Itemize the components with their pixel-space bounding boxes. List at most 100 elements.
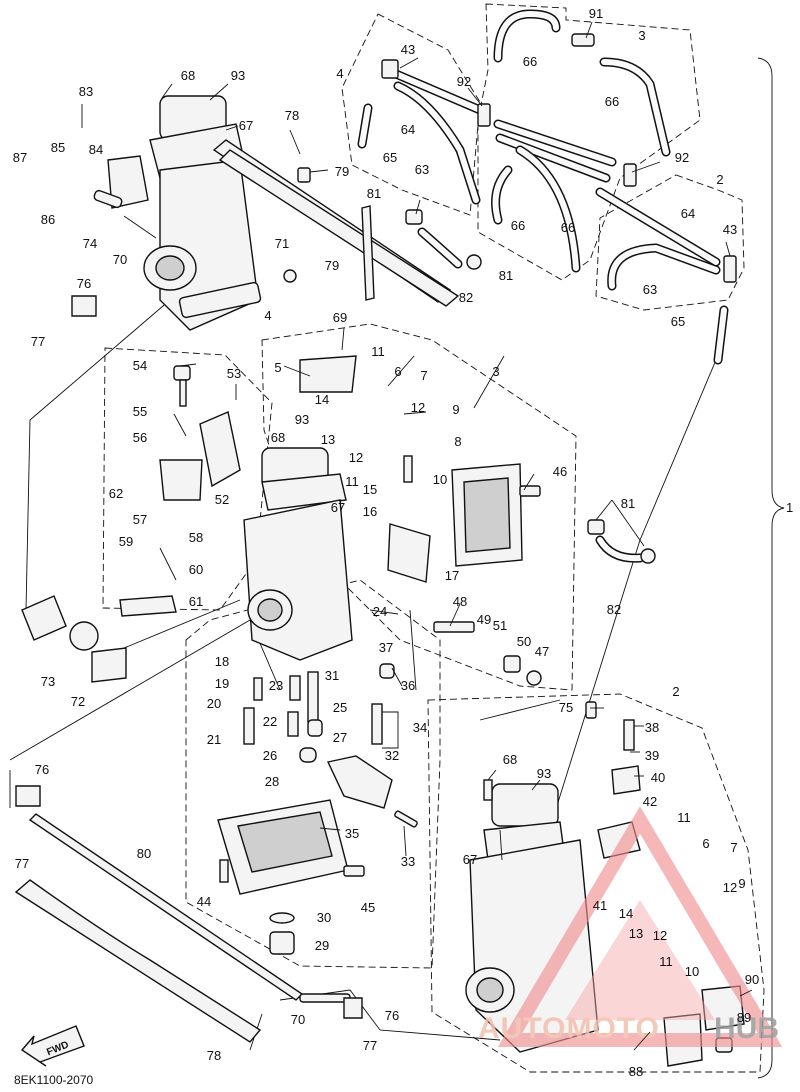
part-number-callout: 9 [738, 876, 745, 891]
part-number-callout: 32 [385, 748, 399, 763]
part-number-callout: 67 [463, 852, 477, 867]
part-number-callout: 65 [671, 314, 685, 329]
part-number-callout: 67 [331, 500, 345, 515]
part-number-callout: 15 [363, 482, 377, 497]
part-number-callout: 84 [89, 142, 103, 157]
part-number-callout: 62 [109, 486, 123, 501]
carburetor-lower [465, 701, 745, 1067]
watermark-text: AUTOMOTO [478, 1012, 660, 1045]
lower-rods [14, 785, 363, 1043]
part-number-callout: 11 [677, 810, 691, 825]
part-number-callout: 78 [285, 108, 299, 123]
part-number-callout: 76 [35, 762, 49, 777]
part-number-callout: 91 [589, 6, 603, 21]
part-number-callout: 68 [181, 68, 195, 83]
part-number-callout: 77 [15, 856, 29, 871]
part-number-callout: 58 [189, 530, 203, 545]
part-number-callout: 7 [420, 368, 427, 383]
part-number-callout: 25 [333, 700, 347, 715]
part-number-callout: 5 [274, 360, 281, 375]
part-number-callout: 81 [621, 496, 635, 511]
part-number-callout: 81 [367, 186, 381, 201]
part-number-callout: 87 [13, 150, 27, 165]
part-number-callout: 80 [137, 846, 151, 861]
part-number-callout: 70 [291, 1012, 305, 1027]
forward-arrow: FWD [20, 1025, 85, 1067]
part-number-callout: 54 [133, 358, 147, 373]
part-number-callout: 6 [394, 364, 401, 379]
part-number-callout: 57 [133, 512, 147, 527]
part-number-callout: 48 [453, 594, 467, 609]
part-number-callout: 18 [215, 654, 229, 669]
part-number-callout: 20 [207, 696, 221, 711]
part-number-callout: 38 [645, 720, 659, 735]
part-number-callout: 14 [315, 392, 329, 407]
part-number-callout: 86 [41, 212, 55, 227]
part-number-callout: 64 [681, 206, 695, 221]
part-number-callout: 77 [363, 1038, 377, 1053]
part-number-callout: 66 [511, 218, 525, 233]
part-number-callout: 85 [51, 140, 65, 155]
watermark-logo: AUTOMOTO HUB [478, 806, 783, 1047]
part-number-callout: 73 [41, 674, 55, 689]
throttle-cover-assembly [21, 365, 241, 683]
part-number-callout: 93 [231, 68, 245, 83]
part-number-callout: 17 [445, 568, 459, 583]
part-number-callout: 53 [227, 366, 241, 381]
part-number-callout: 21 [207, 732, 221, 747]
part-number-callout: 55 [133, 404, 147, 419]
part-number-callout: 77 [31, 334, 45, 349]
part-number-callout: 51 [493, 618, 507, 633]
part-number-callout: 19 [215, 676, 229, 691]
part-number-callout: 43 [723, 222, 737, 237]
part-number-callout: 12 [653, 928, 667, 943]
part-number-callout: 71 [275, 236, 289, 251]
part-number-callout: 41 [593, 898, 607, 913]
part-number-callout: 60 [189, 562, 203, 577]
part-number-callout: 11 [371, 344, 385, 359]
part-number-callout: 76 [385, 1008, 399, 1023]
part-number-callout: 76 [77, 276, 91, 291]
part-number-callout: 27 [333, 730, 347, 745]
assembly-ref-1: 1 [786, 500, 793, 515]
assembly-bracket [757, 57, 785, 1079]
part-number-callout: 90 [745, 972, 759, 987]
part-number-callout: 45 [361, 900, 375, 915]
part-number-callout: 14 [619, 906, 633, 921]
part-number-callout: 12 [723, 880, 737, 895]
part-number-callout: 22 [263, 714, 277, 729]
part-number-callout: 56 [133, 430, 147, 445]
part-number-callout: 31 [325, 668, 339, 683]
carburetor-upper [71, 95, 262, 331]
part-number-callout: 26 [263, 748, 277, 763]
part-number-callout: 68 [271, 430, 285, 445]
part-number-callout: 67 [239, 118, 253, 133]
part-number-callout: 49 [477, 612, 491, 627]
part-number-callout: 82 [459, 290, 473, 305]
part-number-callout: 79 [325, 258, 339, 273]
part-number-callout: 36 [401, 678, 415, 693]
part-number-callout: 2 [672, 684, 679, 699]
part-number-callout: 35 [345, 826, 359, 841]
part-number-callout: 66 [561, 220, 575, 235]
part-number-callout: 30 [317, 910, 331, 925]
part-number-callout: 63 [415, 162, 429, 177]
part-number-callout: 4 [264, 308, 271, 323]
part-number-callout: 4 [336, 66, 343, 81]
part-number-callout: 8 [454, 434, 461, 449]
part-number-callout: 63 [643, 282, 657, 297]
part-number-callout: 42 [643, 794, 657, 809]
part-number-callout: 34 [413, 720, 427, 735]
part-number-callout: 88 [629, 1064, 643, 1079]
part-number-callout: 93 [295, 412, 309, 427]
part-number-callout: 11 [659, 954, 673, 969]
watermark-hub-text: HUB [714, 1012, 779, 1045]
part-number-callout: 40 [651, 770, 665, 785]
part-number-callout: 81 [499, 268, 513, 283]
carburetor-middle [243, 355, 542, 691]
part-number-callout: 39 [645, 748, 659, 763]
part-number-callout: 13 [321, 432, 335, 447]
part-number-callout: 3 [492, 364, 499, 379]
part-number-callout: 6 [702, 836, 709, 851]
